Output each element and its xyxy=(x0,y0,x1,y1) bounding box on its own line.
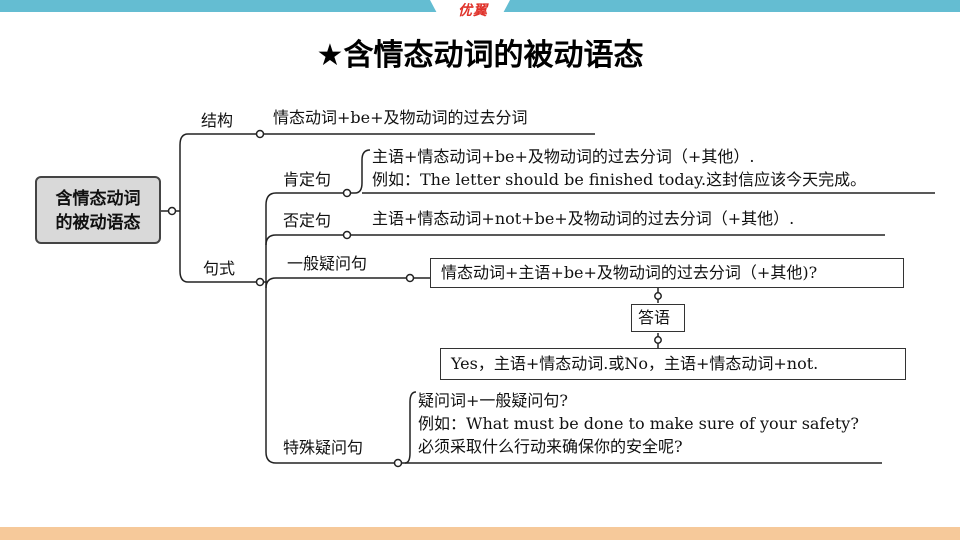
root-label-line2: 的被动语态 xyxy=(55,213,141,233)
negative-label: 否定句 xyxy=(283,211,332,230)
special-question-label: 特殊疑问句 xyxy=(283,438,364,457)
answer-label: 答语 xyxy=(638,308,671,327)
answer-pattern-box: Yes，主语+情态动词.或No，主语+情态动词+not. xyxy=(440,348,906,380)
special-question-pattern: 疑问词+一般疑问句? xyxy=(418,391,568,410)
root-node: 含情态动词 的被动语态 xyxy=(35,176,161,244)
negative-pattern: 主语+情态动词+not+be+及物动词的过去分词（+其他）. xyxy=(372,209,795,228)
affirmative-example: 例如：The letter should be finished today.这… xyxy=(372,170,867,189)
page-title: ★含情态动词的被动语态 xyxy=(316,38,644,73)
structure-label: 结构 xyxy=(201,111,234,130)
structure-content: 情态动词+be+及物动词的过去分词 xyxy=(273,108,528,127)
general-question-pattern-box: 情态动词+主语+be+及物动词的过去分词（+其他)? xyxy=(430,258,904,288)
sentence-label: 句式 xyxy=(203,259,236,278)
affirmative-pattern: 主语+情态动词+be+及物动词的过去分词（+其他）. xyxy=(372,147,755,166)
bottom-band xyxy=(0,527,960,540)
top-tab xyxy=(430,0,510,18)
logo: 优翼 xyxy=(458,3,488,19)
answer-pattern: Yes，主语+情态动词.或No，主语+情态动词+not. xyxy=(451,354,819,373)
special-question-example: 例如：What must be done to make sure of you… xyxy=(418,414,859,433)
answer-label-box: 答语 xyxy=(631,304,685,332)
general-question-label: 一般疑问句 xyxy=(287,254,368,273)
affirmative-label: 肯定句 xyxy=(283,170,332,189)
root-label-line1: 含情态动词 xyxy=(55,189,141,209)
special-question-translation: 必须采取什么行动来确保你的安全呢? xyxy=(418,437,683,456)
general-question-pattern: 情态动词+主语+be+及物动词的过去分词（+其他)? xyxy=(441,263,818,282)
